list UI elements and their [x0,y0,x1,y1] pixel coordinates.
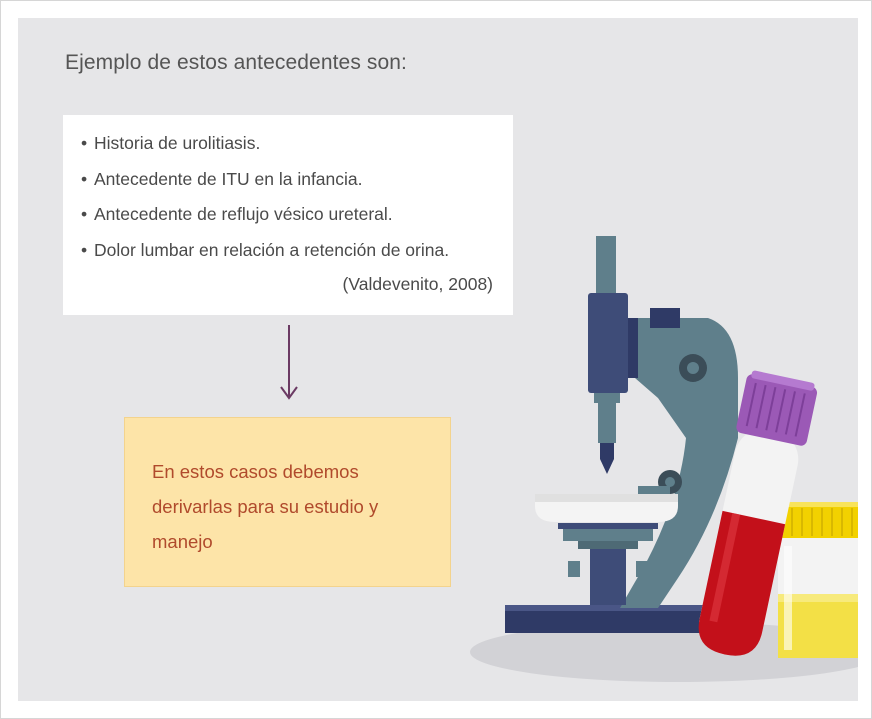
antecedents-list: • Historia de urolitiasis. • Antecedente d… [81,131,449,273]
list-item: • Historia de urolitiasis. [81,131,449,167]
recommendation-text: En estos casos debemos derivarlas para s… [152,461,379,552]
bullet-icon: • [81,204,88,224]
blood-test-tube-icon [698,370,818,656]
list-item-text: Antecedente de reflujo vésico ureteral. [94,204,393,224]
bullet-icon: • [81,239,88,260]
citation: (Valdevenito, 2008) [342,274,493,294]
floor-shadow [470,622,858,682]
list-item: • Antecedente de ITU en la infancia. [81,167,449,203]
arrow-down-icon [280,325,298,400]
recommendation-note: En estos casos debemos derivarlas para s… [124,417,451,587]
content-panel: Ejemplo de estos antecedentes son: • Hist… [18,18,858,701]
list-item-text: Historia de urolitiasis. [94,133,261,153]
list-item-text: Antecedente de ITU en la infancia. [94,168,363,189]
urine-sample-cup-icon [774,502,858,658]
antecedents-card: • Historia de urolitiasis. • Antecedente d… [63,115,513,315]
lab-illustration [470,236,858,682]
list-item-text: Dolor lumbar en relación a retención de … [94,239,450,260]
microscope-icon [505,236,738,633]
section-heading: Ejemplo de estos antecedentes son: [65,51,407,74]
list-item: • Antecedente de reflujo vésico ureteral. [81,202,449,238]
bullet-icon: • [81,168,88,189]
list-item: • Dolor lumbar en relación a retención de… [81,238,449,274]
bullet-icon: • [81,133,88,153]
